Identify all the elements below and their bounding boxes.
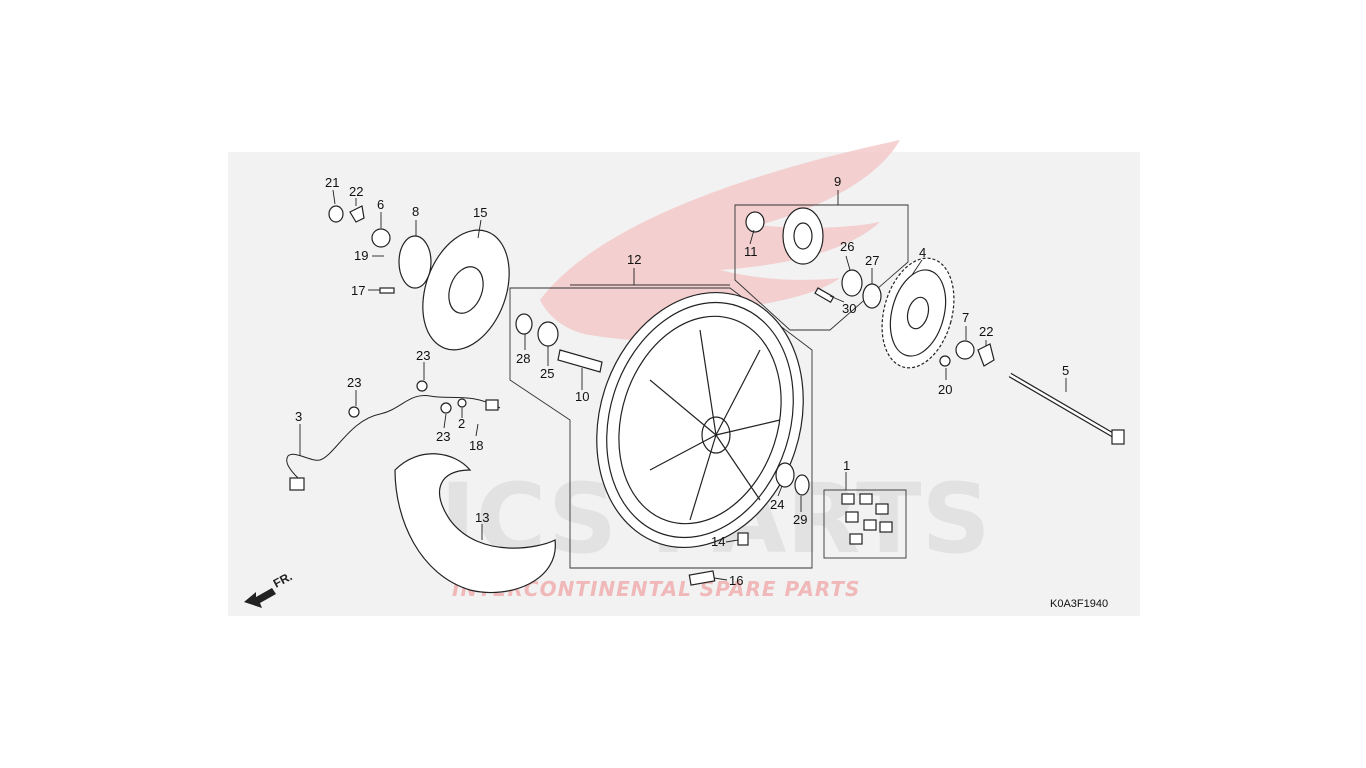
part-label-30: 30 [842, 301, 856, 316]
part-label-24: 24 [770, 497, 784, 512]
part-label-1: 1 [843, 458, 850, 473]
part-label-11: 11 [744, 244, 758, 259]
part-label-23b: 23 [347, 375, 361, 390]
damper-group-box [823, 489, 907, 559]
part-label-26: 26 [840, 239, 854, 254]
part-label-23c: 23 [436, 429, 450, 444]
part-label-16: 16 [729, 573, 743, 588]
part-label-2: 2 [458, 416, 465, 431]
watermark-wing-icon [540, 140, 900, 342]
rear-wheel [596, 291, 804, 549]
part-label-8: 8 [412, 204, 419, 219]
part-label-10: 10 [575, 389, 589, 404]
part-label-19: 19 [354, 248, 368, 263]
leader-lines [299, 189, 1067, 581]
speed-sensor-wire [286, 380, 501, 491]
part-label-25: 25 [540, 366, 554, 381]
sprocket [881, 257, 955, 369]
part-label-7: 7 [962, 310, 969, 325]
small-parts [328, 205, 995, 586]
part-label-6: 6 [377, 197, 384, 212]
part-label-15: 15 [473, 205, 487, 220]
axle [1008, 372, 1125, 445]
front-direction-marker: FR. [244, 569, 294, 608]
chain-guard [394, 453, 556, 594]
part-label-22b: 22 [979, 324, 993, 339]
part-label-9: 9 [834, 174, 841, 189]
front-label: FR. [271, 569, 295, 590]
part-label-4: 4 [919, 245, 926, 260]
part-label-20: 20 [938, 382, 952, 397]
arrow-left-icon [244, 588, 276, 608]
part-label-22: 22 [349, 184, 363, 199]
part-label-18: 18 [469, 438, 483, 453]
part-label-28: 28 [516, 351, 530, 366]
part-label-5: 5 [1062, 363, 1069, 378]
part-label-13: 13 [475, 510, 489, 525]
hub-flange [745, 207, 882, 309]
brake-disc [422, 229, 510, 351]
part-label-23a: 23 [416, 348, 430, 363]
part-labels: 21 22 6 8 15 19 17 9 4 12 7 22 5 20 28 2… [295, 174, 1069, 588]
part-label-12: 12 [627, 252, 641, 267]
diagram-code: K0A3F1940 [1050, 598, 1108, 610]
part-label-17: 17 [351, 283, 365, 298]
part-label-29: 29 [793, 512, 807, 527]
part-label-3: 3 [295, 409, 302, 424]
part-label-27: 27 [865, 253, 879, 268]
part-label-14: 14 [711, 534, 725, 549]
part-label-21: 21 [325, 175, 339, 190]
